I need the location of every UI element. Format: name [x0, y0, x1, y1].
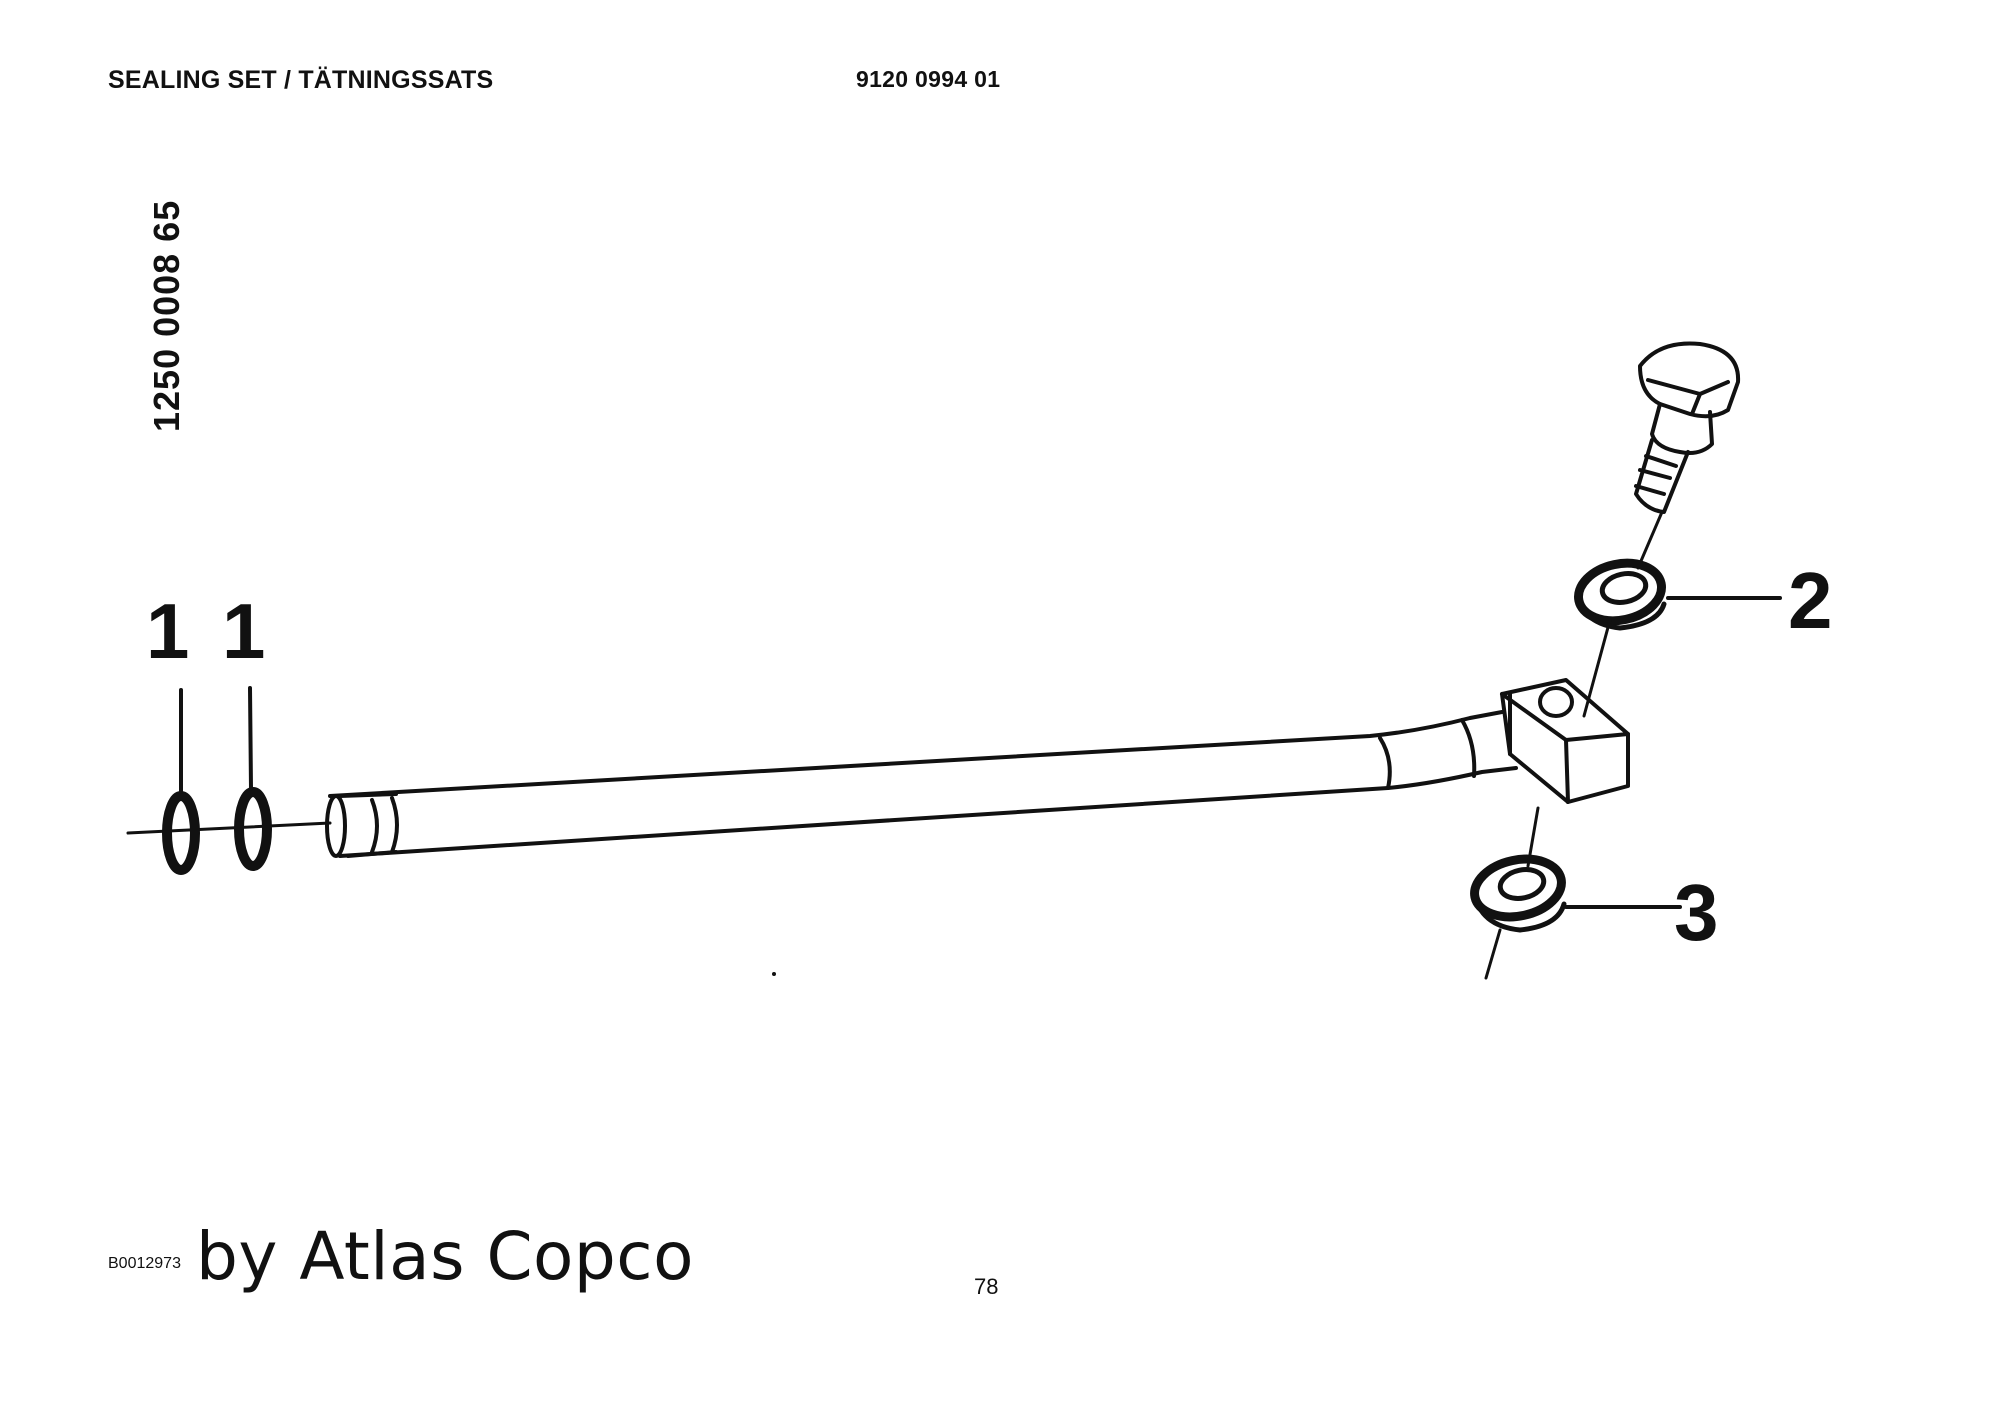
page-title: SEALING SET / TÄTNINGSSATS: [108, 66, 494, 94]
callout-1a: 1: [146, 587, 189, 675]
page-number: 78: [974, 1274, 999, 1299]
drawing-reference: B0012973: [108, 1255, 181, 1272]
assembly-axis-left: [126, 821, 332, 835]
callout-2: 2: [1788, 556, 1833, 645]
callout-3: 3: [1674, 868, 1719, 957]
brand-text: by Atlas Copco: [196, 1218, 694, 1295]
drawing-speck: [772, 972, 776, 976]
document-code: 9120 0994 01: [856, 66, 1001, 92]
washer-2: [1574, 558, 1782, 718]
washer-1a: [162, 688, 200, 875]
washer-1b: [234, 686, 272, 871]
callout-1b: 1: [222, 587, 265, 675]
banjo-bolt: [1634, 341, 1741, 570]
pipe: [325, 710, 1518, 858]
banjo-block: [1500, 678, 1630, 804]
washer-3: [1470, 806, 1682, 980]
